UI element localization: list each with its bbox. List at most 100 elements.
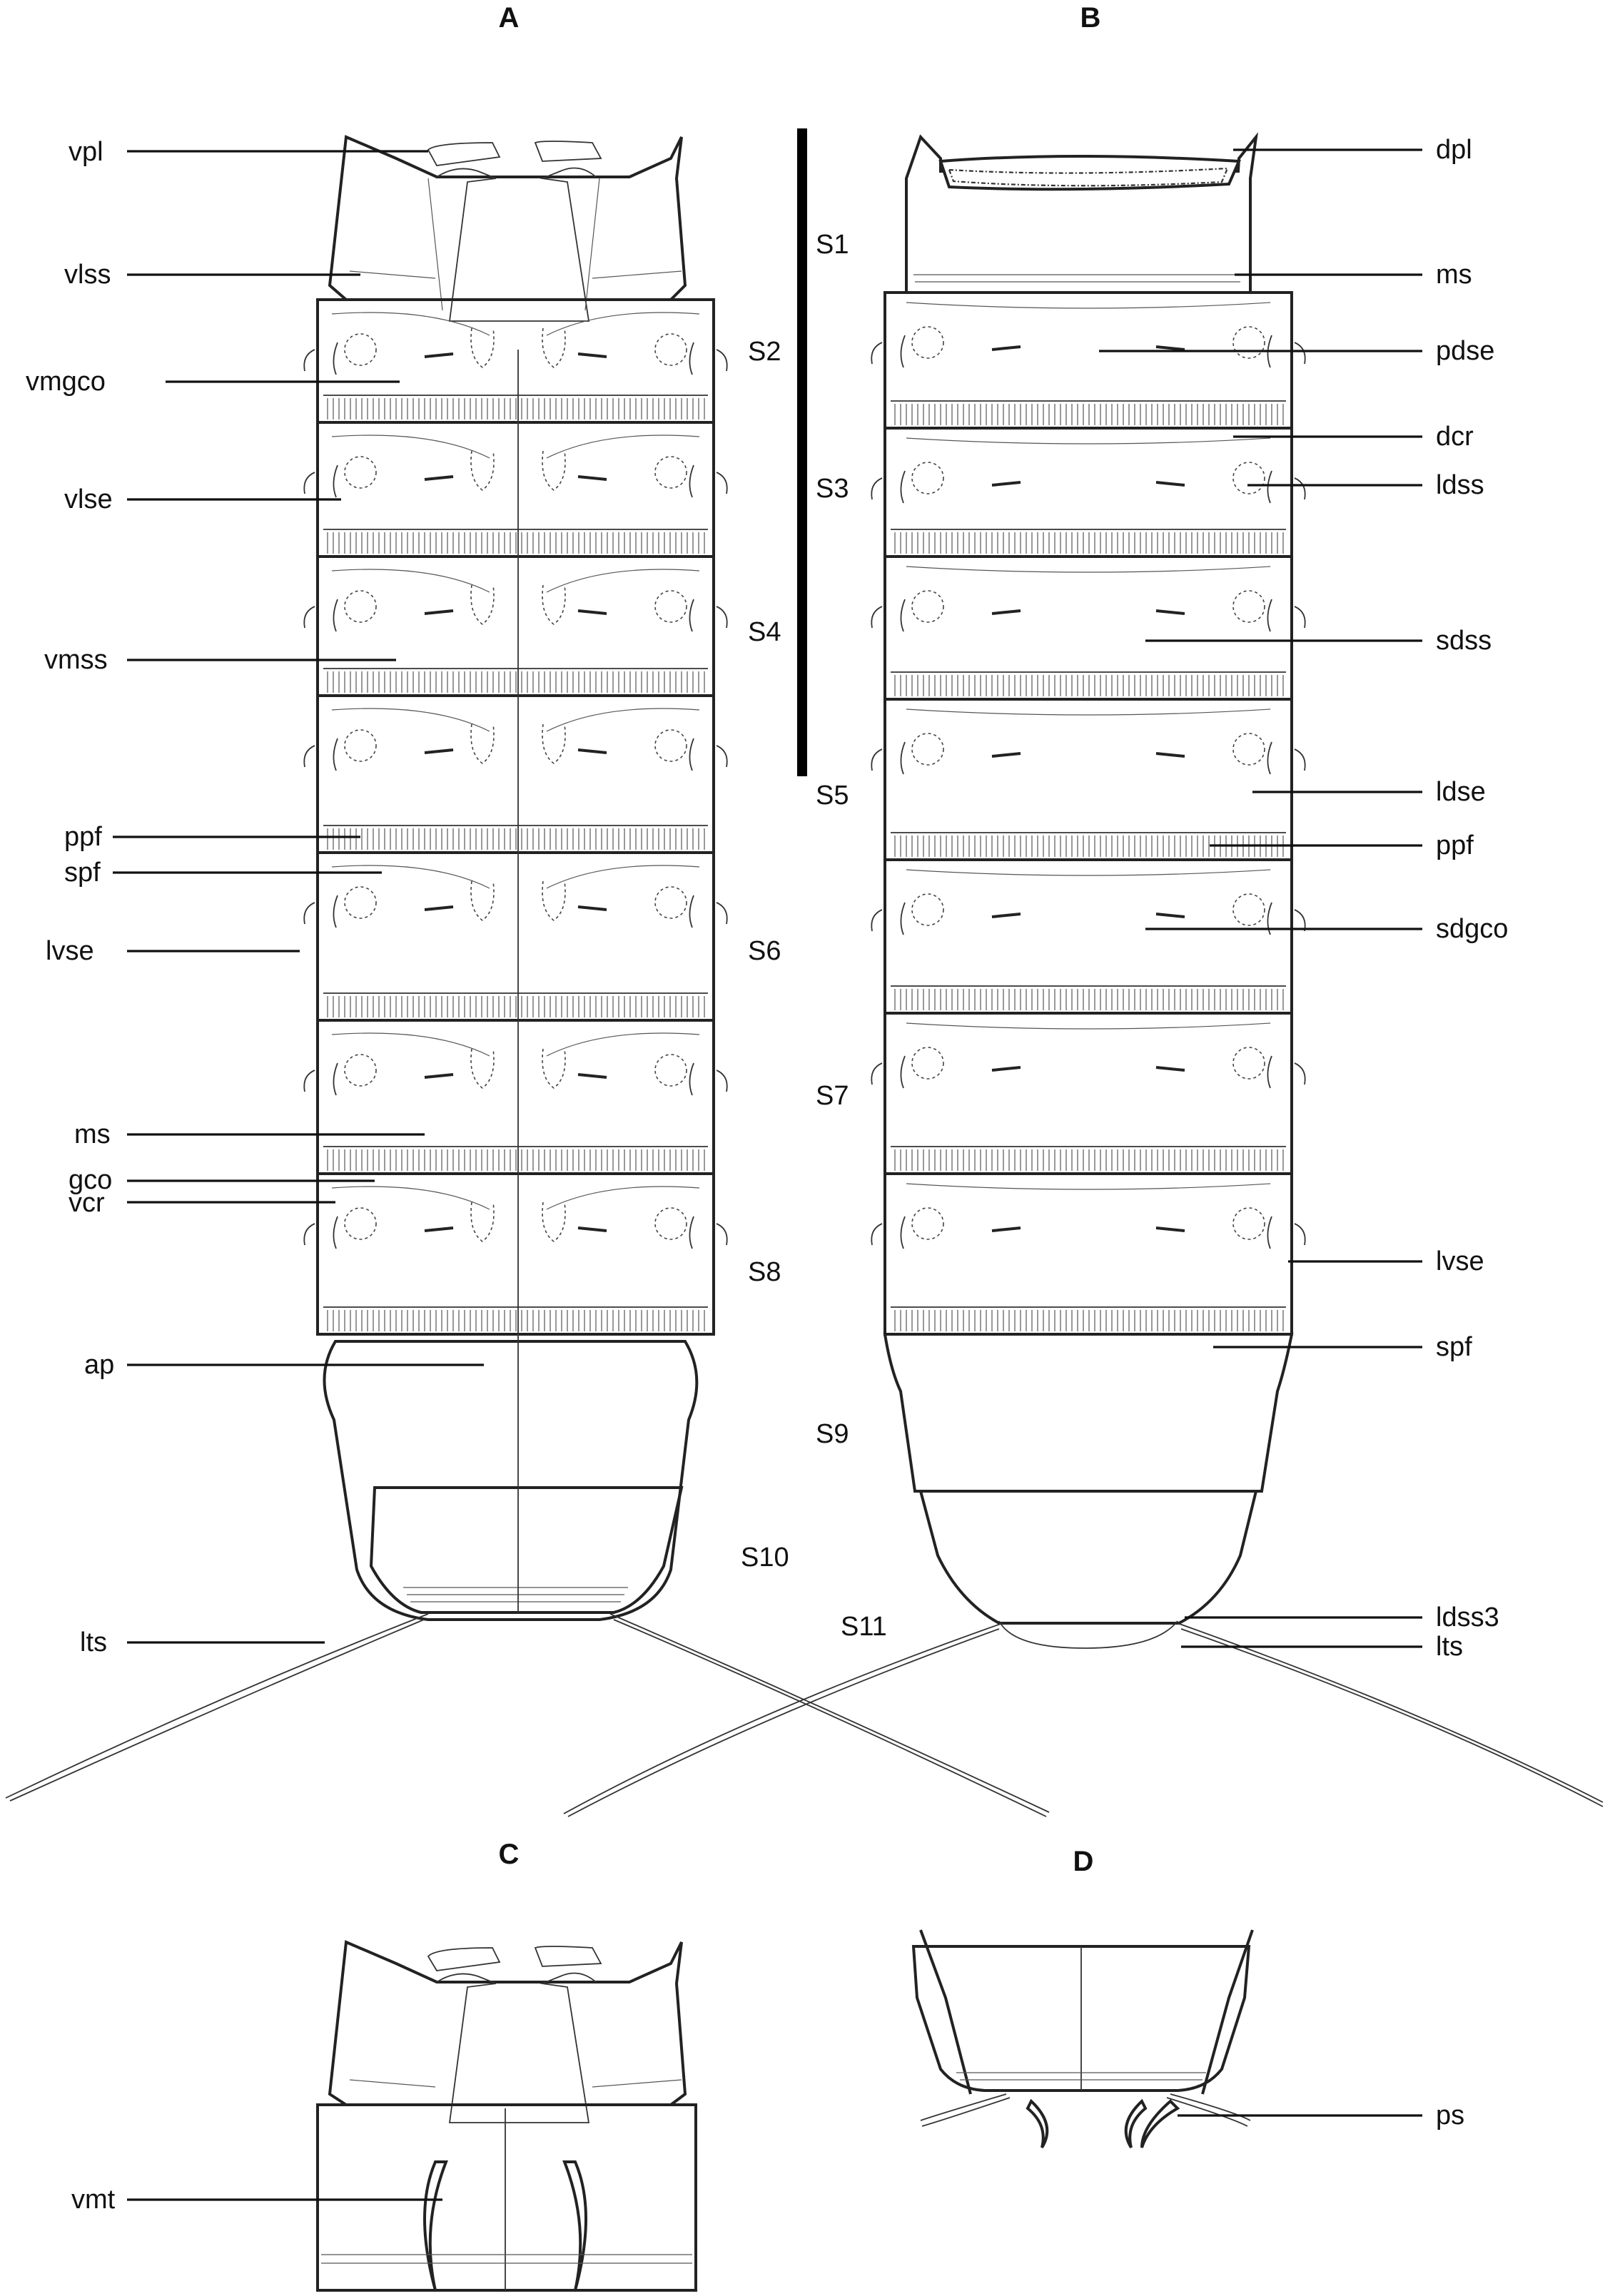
sensillum (654, 456, 687, 489)
sensillum (344, 886, 377, 919)
seta (1267, 902, 1272, 935)
seta (716, 1070, 728, 1092)
label-ms-b: ms (1436, 260, 1472, 290)
mandible-left (423, 2160, 448, 2291)
label-ldss3: ldss3 (1436, 1602, 1499, 1632)
tail-seta-b-right (1177, 1622, 1604, 1803)
label-lvse-a: lvse (46, 936, 94, 966)
seta (333, 464, 338, 498)
label-vlse: vlse (64, 484, 113, 514)
sensillum (911, 733, 944, 766)
leaders-b (1099, 148, 1422, 1648)
panel-label-d: D (1073, 1846, 1094, 1877)
tail-seta-a-right-2 (613, 1619, 1047, 1817)
tail-seta-b-left-2 (567, 1628, 1000, 1817)
seta (303, 1223, 315, 1246)
sensillum (654, 1207, 687, 1240)
seta (716, 349, 728, 372)
seta (333, 895, 338, 928)
sensillum (344, 590, 377, 623)
seta (303, 902, 315, 925)
sensillum (1232, 733, 1265, 766)
seta (333, 738, 338, 771)
label-vpl: vpl (69, 137, 103, 167)
mandible-right (562, 2160, 587, 2291)
seta (900, 1055, 906, 1089)
label-lts-a: lts (80, 1627, 107, 1657)
label-vmt: vmt (71, 2185, 116, 2215)
sensillum (344, 456, 377, 489)
sensillum (344, 1207, 377, 1240)
sensillum (911, 1207, 944, 1240)
seta (900, 335, 906, 368)
seta (900, 470, 906, 504)
seta (1294, 477, 1306, 500)
seta (900, 1216, 906, 1249)
panel-label-b: B (1080, 2, 1101, 34)
seta (871, 909, 883, 932)
seta (716, 745, 728, 768)
label-vmss: vmss (44, 645, 108, 675)
sensillum (911, 462, 944, 494)
leaders-a (113, 150, 484, 1644)
segment-s8: S8 (748, 1257, 781, 1287)
label-ldss: ldss (1436, 470, 1484, 500)
seta (871, 1223, 883, 1246)
labels-b: dpl ms pdse dcr ldss sdss ldse ppf sdgco… (1436, 135, 1508, 1662)
seta (303, 745, 315, 768)
seta (303, 349, 315, 372)
seta (1267, 1055, 1272, 1089)
label-spf-b: spf (1436, 1332, 1472, 1362)
sensillum (1232, 326, 1265, 359)
seta (716, 606, 728, 629)
label-dpl: dpl (1436, 135, 1472, 165)
specimen-b (871, 132, 1306, 1649)
seta (871, 342, 883, 365)
seta (871, 748, 883, 771)
tail-seta-a-left (5, 1613, 429, 1799)
sensillum (654, 590, 687, 623)
seta (689, 895, 694, 928)
segment-labels: S1 S2 S3 S4 S5 S6 S7 S8 S9 S10 S11 (741, 230, 887, 1642)
tail-seta-a-left-2 (9, 1619, 425, 1802)
sensillum (1232, 1207, 1265, 1240)
sensillum (344, 333, 377, 366)
seta (333, 599, 338, 632)
panel-label-a: A (499, 2, 520, 34)
tail-seta-b-right-2 (1180, 1628, 1604, 1807)
seta (716, 902, 728, 925)
segment-s10: S10 (741, 1543, 789, 1573)
seta (689, 1062, 694, 1096)
panel-label-c: C (499, 1839, 520, 1870)
label-gco: gco (69, 1165, 112, 1195)
label-sdss: sdss (1436, 626, 1492, 656)
label-ppf-a: ppf (64, 822, 102, 852)
label-pdse: pdse (1436, 336, 1494, 366)
sensillum (344, 729, 377, 762)
seta (689, 599, 694, 632)
specimen-a (303, 135, 728, 1621)
label-lts-b: lts (1436, 1632, 1463, 1662)
sensillum (1232, 1047, 1265, 1080)
label-lvse-b: lvse (1436, 1246, 1484, 1276)
tail-seta-a-right (609, 1613, 1050, 1813)
sensillum (654, 729, 687, 762)
seta (1294, 748, 1306, 771)
labels-a: vpl vlss vmgco vlse vmss ppf spf lvse ms… (26, 137, 114, 1657)
sensillum (1232, 893, 1265, 926)
label-dcr: dcr (1436, 422, 1474, 452)
seta (716, 1223, 728, 1246)
segment-s6: S6 (748, 936, 781, 966)
specimen-c (316, 1940, 697, 2292)
segment-outline (316, 851, 715, 1022)
seta (1267, 335, 1272, 368)
seta (1294, 606, 1306, 629)
sensillum (911, 893, 944, 926)
seta (303, 472, 315, 494)
segment-s7: S7 (816, 1081, 849, 1111)
sensillum (1232, 590, 1265, 623)
seta (333, 1062, 338, 1096)
label-ppf-b: ppf (1436, 830, 1474, 860)
segment-s4: S4 (748, 617, 781, 647)
